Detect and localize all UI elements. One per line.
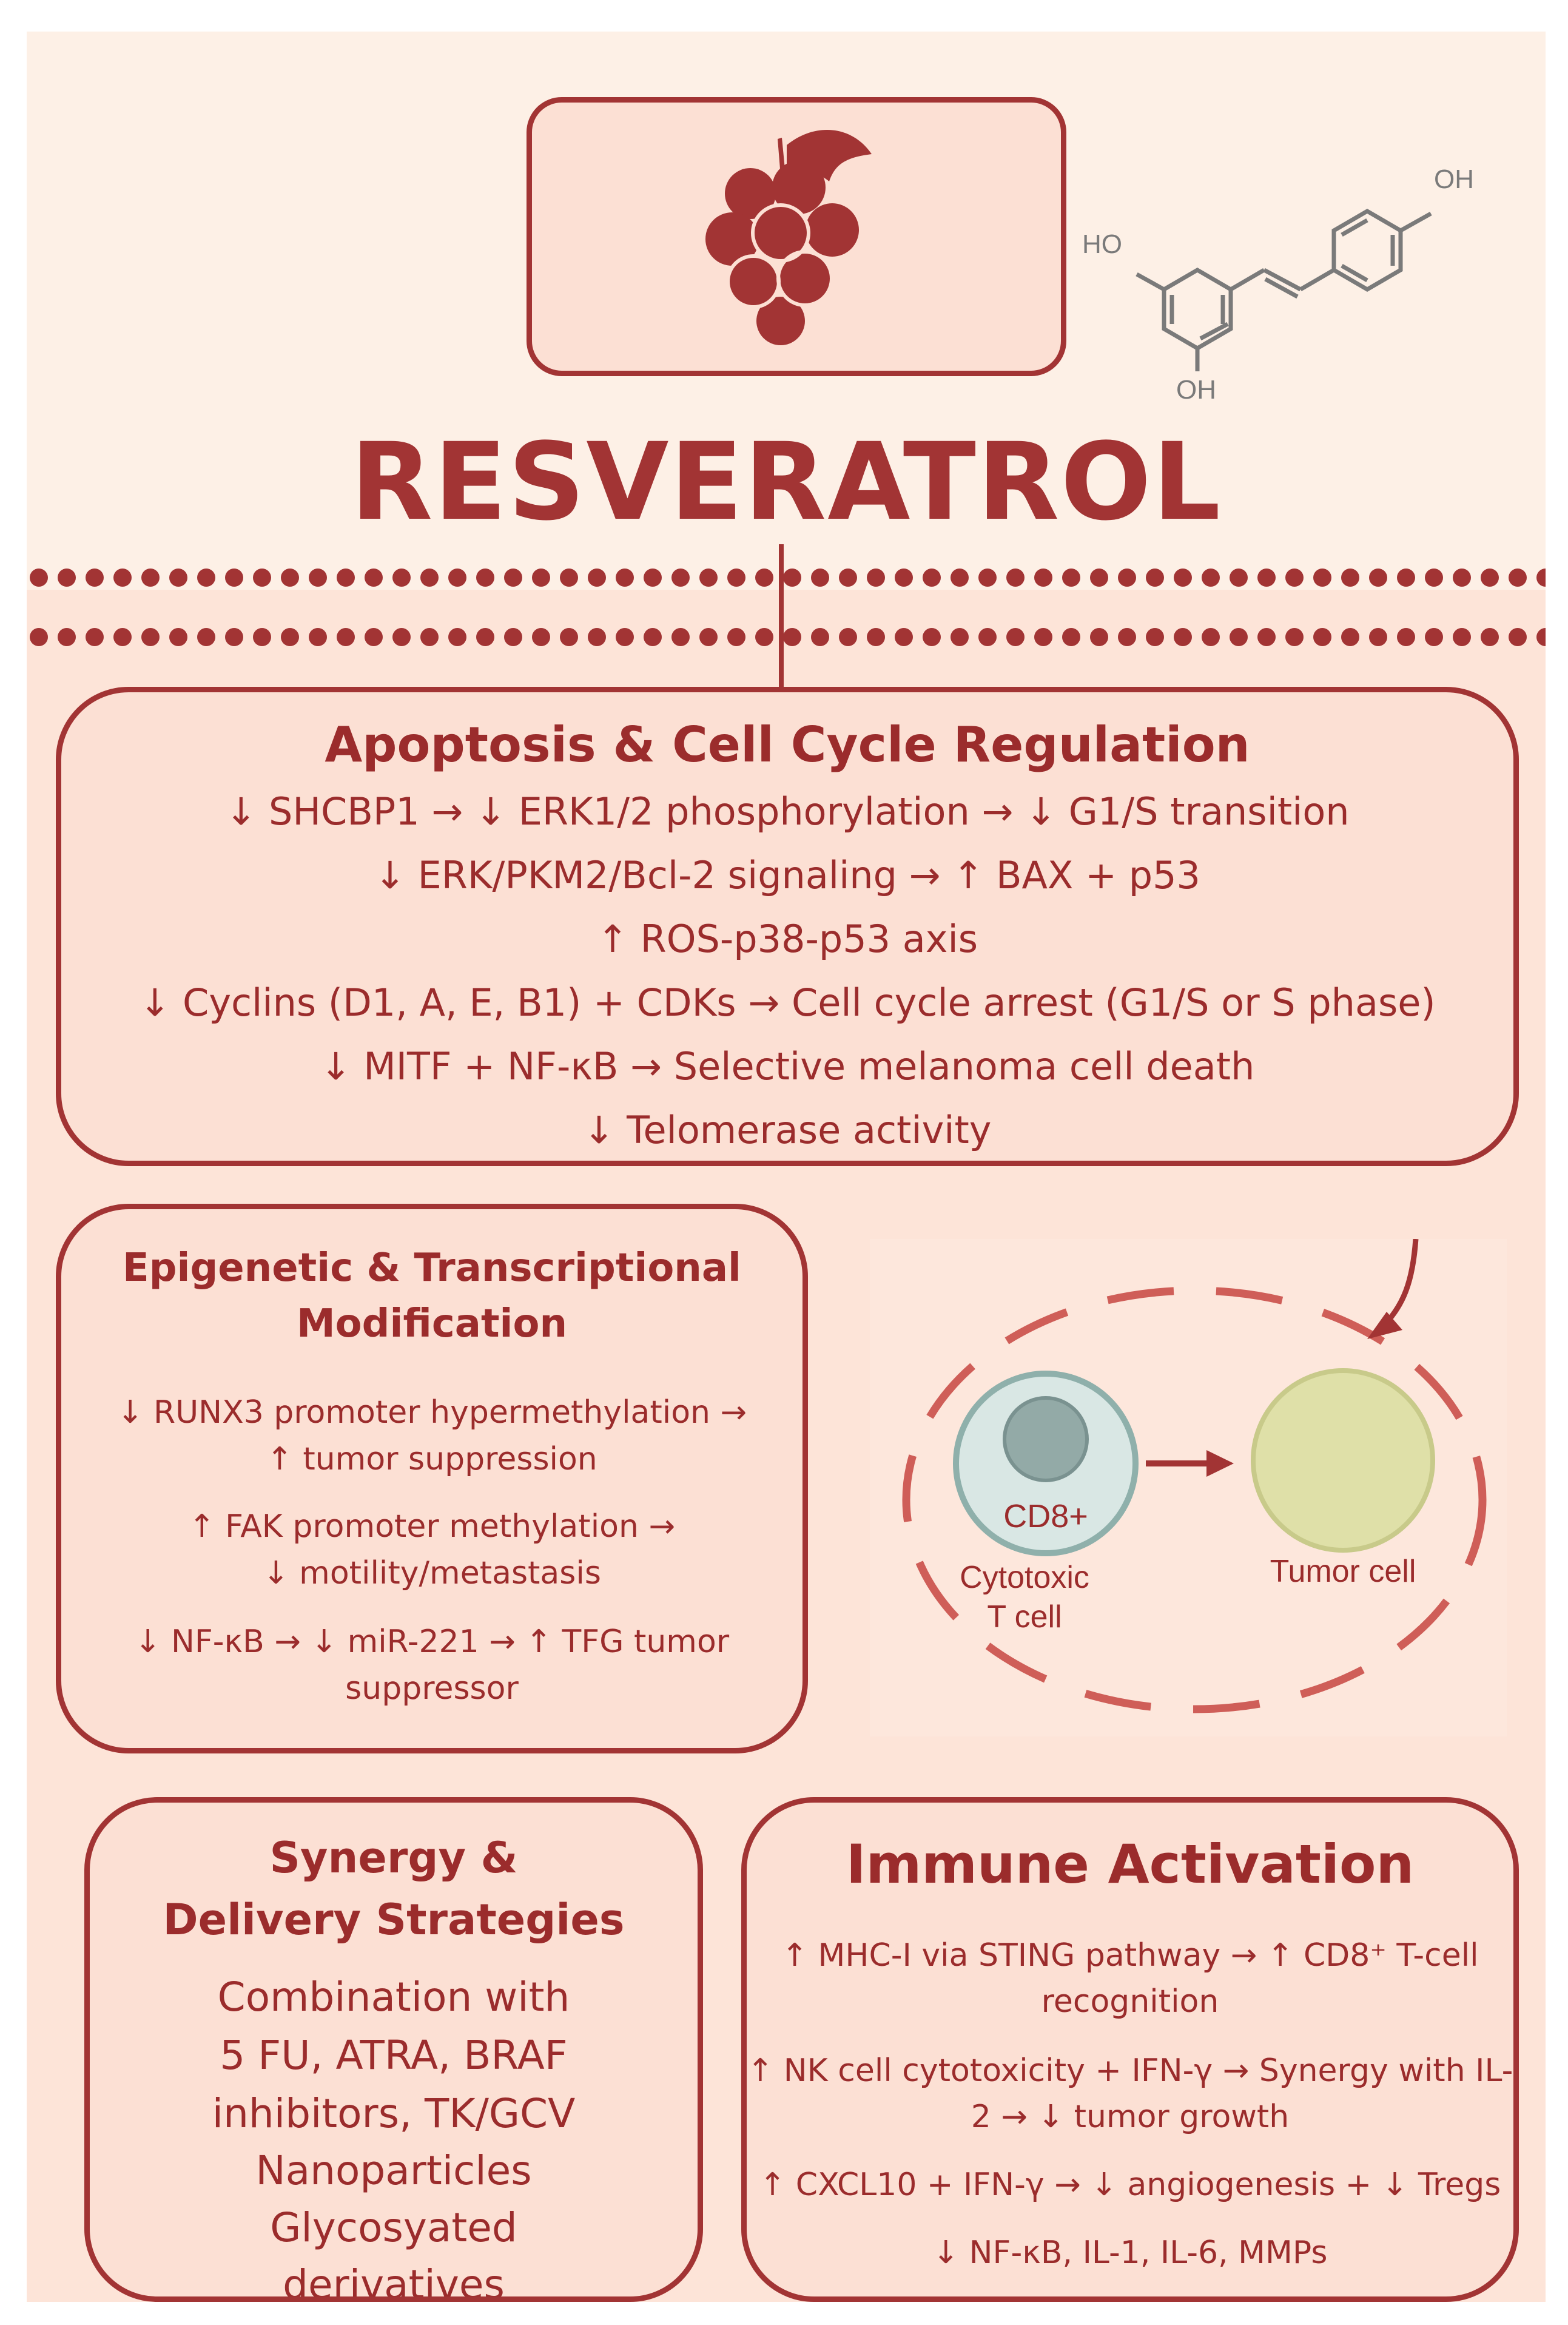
epigenetic-panel: Epigenetic & Transcriptional Modificatio…	[56, 1204, 808, 1753]
epigenetic-line: ↑ tumor suppression	[266, 1441, 597, 1477]
immune-title: Immune Activation	[846, 1833, 1415, 1895]
synergy-line: 5 FU, ATRA, BRAF	[220, 2032, 568, 2079]
immune-line: ↑ MHC-I via STING pathway → ↑ CD8⁺ T-cel…	[781, 1937, 1479, 1974]
synergy-line: Combination with	[217, 1974, 570, 2020]
epigenetic-line: ↓ RUNX3 promoter hypermethylation →	[116, 1394, 747, 1431]
molecule-structure-icon: OH HO OH	[1082, 164, 1474, 405]
epigenetic-title: Modification	[296, 1301, 568, 1346]
dotted-divider-top	[27, 565, 1546, 590]
oh-label-bottom: OH	[1176, 375, 1216, 405]
apoptosis-line: ↓ MITF + NF-κB → Selective melanoma cell…	[320, 1044, 1255, 1088]
apoptosis-line: ↓ Cyclins (D1, A, E, B1) + CDKs → Cell c…	[139, 980, 1436, 1025]
immune-diagram: CD8+ Cytotoxic T cell Tumor cell	[870, 1238, 1507, 1736]
grape-icon	[705, 129, 872, 345]
synergy-line: Nanoparticles	[255, 2147, 532, 2194]
synergy-title: Delivery Strategies	[163, 1895, 625, 1945]
connector-line	[779, 544, 784, 687]
tcell-label: Cytotoxic	[960, 1560, 1089, 1595]
grape-icon-box	[527, 97, 1066, 376]
immune-line: ↑ CXCL10 + IFN-γ → ↓ angiogenesis + ↓ Tr…	[759, 2167, 1501, 2203]
epigenetic-line: ↑ FAK promoter methylation →	[188, 1508, 676, 1545]
oh-label-top: OH	[1434, 164, 1474, 194]
ho-label-left: HO	[1082, 229, 1122, 259]
epigenetic-line: ↓ motility/metastasis	[263, 1555, 601, 1591]
apoptosis-line: ↓ ERK/PKM2/Bcl-2 signaling → ↑ BAX + p53	[374, 853, 1201, 897]
immune-line: recognition	[1041, 1983, 1219, 2020]
immune-line: ↑ NK cell cytotoxicity + IFN-γ → Synergy…	[747, 2053, 1513, 2089]
epigenetic-line: suppressor	[345, 1670, 519, 1707]
apoptosis-line: ↓ Telomerase activity	[583, 1108, 992, 1152]
immune-panel: Immune Activation ↑ MHC-I via STING path…	[741, 1797, 1519, 2302]
apoptosis-panel: Apoptosis & Cell Cycle Regulation ↓ SHCB…	[56, 687, 1519, 1166]
immune-line: ↓ NF-κB, IL-1, IL-6, MMPs	[932, 2235, 1328, 2271]
tumor-cell-icon	[1251, 1368, 1435, 1553]
page-title: RESVERATROL	[350, 420, 1222, 544]
epigenetic-line: ↓ NF-κB → ↓ miR-221 → ↑ TFG tumor	[134, 1624, 730, 1660]
immune-diagram-graphic: CD8+ Cytotoxic T cell Tumor cell	[902, 1238, 1487, 1713]
synergy-title: Synergy &	[269, 1833, 518, 1883]
synergy-line: inhibitors, TK/GCV	[212, 2090, 576, 2137]
synergy-line: derivatives	[283, 2261, 505, 2302]
apoptosis-title: Apoptosis & Cell Cycle Regulation	[325, 717, 1250, 773]
synergy-panel: Synergy & Delivery Strategies Combinatio…	[84, 1797, 703, 2302]
synergy-line: Glycosyated	[270, 2204, 517, 2251]
apoptosis-line: ↓ SHCBP1 → ↓ ERK1/2 phosphorylation → ↓ …	[225, 789, 1350, 834]
immune-line: 2 → ↓ tumor growth	[971, 2099, 1290, 2135]
tumor-cell-label: Tumor cell	[1270, 1554, 1416, 1589]
epigenetic-title: Epigenetic & Transcriptional	[123, 1246, 741, 1291]
tcell-marker-label: CD8+	[1003, 1498, 1088, 1534]
dotted-divider-bottom	[27, 625, 1546, 649]
apoptosis-line: ↑ ROS-p38-p53 axis	[596, 917, 978, 961]
infographic: OH HO OH RESVERATROL Apoptosis & Cell Cy…	[27, 32, 1546, 2302]
tcell-label: T cell	[987, 1599, 1062, 1635]
